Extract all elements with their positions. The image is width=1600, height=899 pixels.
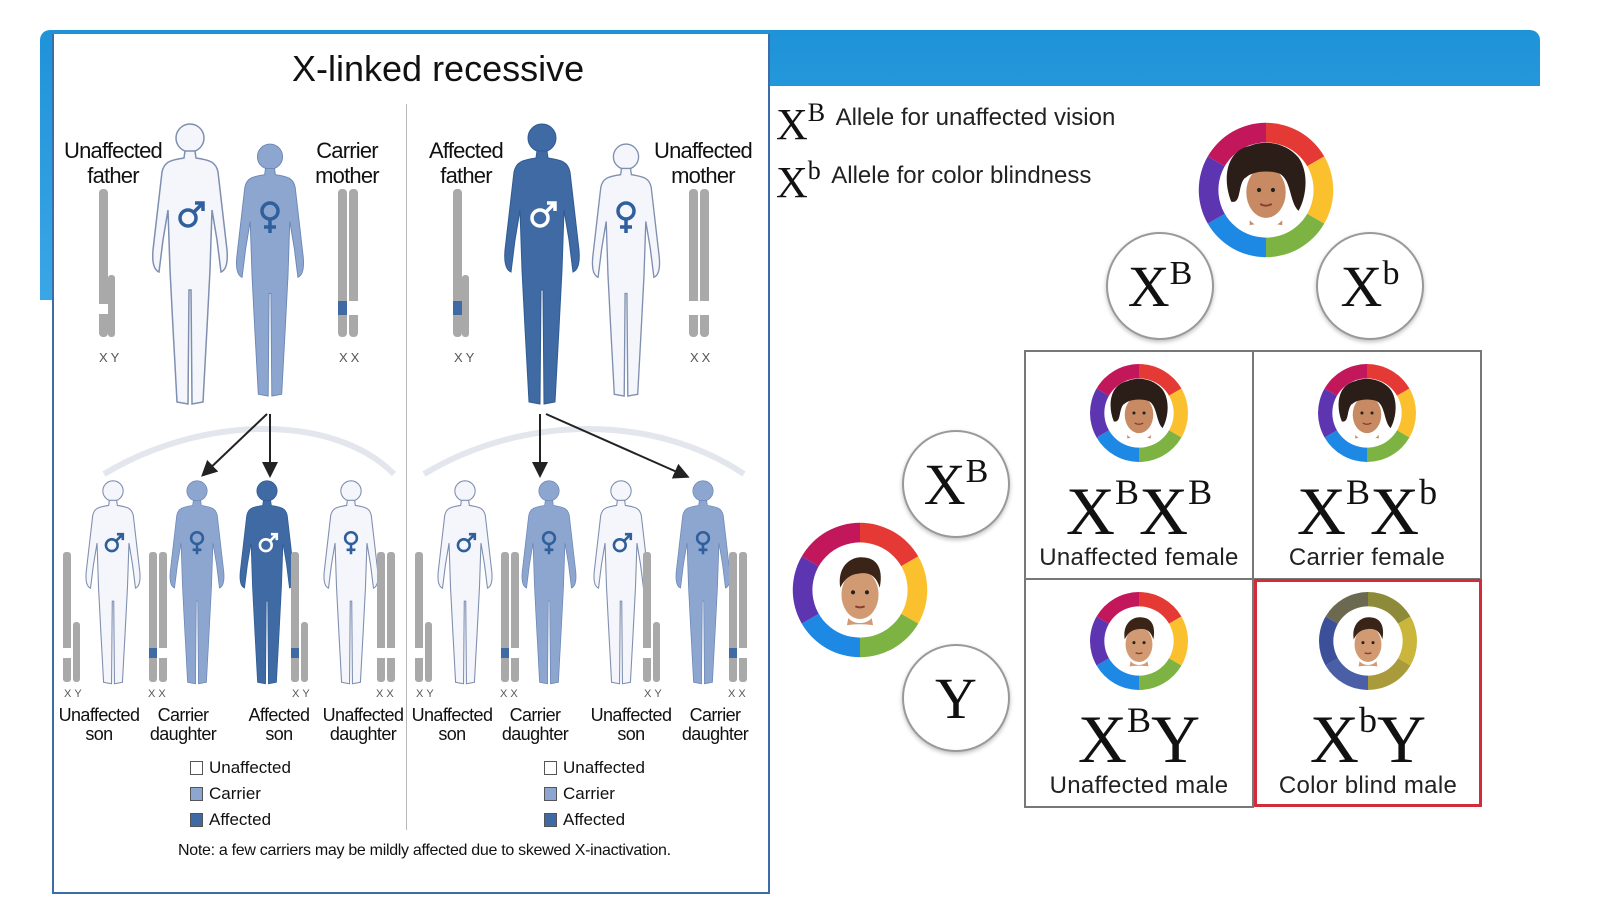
mother-allele-circle: Xb (1316, 232, 1424, 340)
inheritance-panel: X-linked recessive Unaffected father XY … (52, 34, 770, 894)
unaffected-son-figure (437, 480, 493, 685)
allele-superscript: b (1382, 254, 1400, 292)
xy-label: XY (416, 688, 437, 700)
child-chromosomes (149, 552, 167, 682)
punnett-area: XB Allele for unaffected vision Xb Allel… (770, 86, 1600, 899)
allele-superscript: B (1169, 254, 1193, 292)
child-label: Carrier daughter (501, 705, 569, 744)
xx-label: XX (339, 350, 363, 365)
genotype: XBXb (1296, 472, 1438, 549)
xx-label: XX (148, 688, 169, 700)
punnett-cell: XBXB Unaffected female (1024, 350, 1254, 580)
carrier-daughter-figure (169, 480, 225, 685)
child-label: Carrier daughter (149, 705, 217, 744)
allele-superscript: B (807, 98, 826, 127)
color-wheel-icon (1090, 592, 1188, 690)
child-label: Affected son (248, 705, 311, 744)
child-chromosomes (729, 552, 747, 682)
allele-superscript: B (965, 452, 989, 490)
panel-divider (406, 104, 407, 830)
legend-swatch (190, 813, 203, 827)
xy-label: XY (454, 350, 478, 365)
father-figure (150, 120, 230, 410)
faint-arcs (102, 426, 746, 477)
child-label: Unaffected son (590, 705, 672, 744)
father-allele-circle: XB (902, 430, 1010, 538)
color-wheel-icon (1090, 364, 1188, 462)
carrier-daughter-figure (521, 480, 577, 685)
legend-label: Unaffected (209, 758, 291, 777)
color-wheel-icon (1318, 364, 1416, 462)
left-father-label: Unaffected father (63, 138, 163, 188)
child-label: Unaffected daughter (322, 705, 404, 744)
right-father-label: Affected father (429, 138, 504, 188)
legend-label: Affected (563, 810, 626, 829)
allele-b-text: Allele for color blindness (831, 162, 1092, 189)
left-mother-label: Carrier mother (315, 138, 379, 188)
genotype: XbY (1309, 700, 1427, 777)
xx-label: XX (728, 688, 749, 700)
unaffected-daughter-figure (323, 480, 379, 685)
legend-swatch (544, 787, 557, 801)
affected-father-figure (502, 120, 582, 410)
mother-figure (234, 132, 306, 410)
xx-label: XX (376, 688, 397, 700)
unaffected-son-figure (85, 480, 141, 685)
legend-label: Carrier (563, 784, 615, 803)
phenotype-label: Color blind male (1278, 772, 1458, 799)
inheritance-arrows (201, 413, 690, 479)
child-chromosomes (291, 552, 308, 682)
carrier-daughter-figure (675, 480, 731, 685)
affected-son-figure (239, 480, 295, 685)
mother-color-wheel-icon (1198, 122, 1334, 258)
legend-left: Unaffected Carrier Affected (190, 758, 291, 830)
allele-Y: Y (935, 665, 977, 731)
child-chromosomes (643, 552, 660, 682)
xy-label: XY (99, 350, 123, 365)
legend-swatch (190, 787, 203, 801)
footnote: Note: a few carriers may be mildly affec… (178, 842, 671, 859)
child-chromosomes (415, 552, 432, 682)
xy-label: XY (64, 688, 85, 700)
xx-label: XX (500, 688, 521, 700)
phenotype-label: Carrier female (1288, 544, 1446, 571)
legend-label: Unaffected (563, 758, 645, 777)
child-chromosomes (501, 552, 519, 682)
allele-B-text: Allele for unaffected vision (835, 104, 1116, 131)
genotype: XBY (1077, 700, 1201, 777)
punnett-cell-highlighted: XbY Color blind male (1254, 579, 1482, 807)
genotype: XBXB (1065, 472, 1213, 549)
father-color-wheel-icon (792, 522, 928, 658)
allele-superscript: b (807, 156, 821, 185)
child-label: Carrier daughter (681, 705, 749, 744)
chromosome-xy (99, 189, 115, 337)
right-mother-label: Unaffected mother (653, 138, 753, 188)
legend-label: Affected (209, 810, 272, 829)
allele-key-B: XB Allele for unaffected vision (776, 98, 1116, 149)
child-label: Unaffected son (411, 705, 493, 744)
chromosome-xy (453, 189, 469, 337)
phenotype-label: Unaffected male (1049, 772, 1229, 799)
chromosome-xx (689, 189, 709, 337)
mother-allele-circle: XB (1106, 232, 1214, 340)
legend-right: Unaffected Carrier Affected (544, 758, 645, 830)
legend-swatch (544, 813, 557, 827)
xy-label: XY (292, 688, 313, 700)
legend-label: Carrier (209, 784, 261, 803)
allele-key-b: Xb Allele for color blindness (776, 156, 1092, 207)
legend-swatch (544, 761, 557, 775)
child-chromosomes (63, 552, 80, 682)
phenotype-label: Unaffected female (1039, 544, 1239, 571)
legend-swatch (190, 761, 203, 775)
father-allele-circle: Y (902, 644, 1010, 752)
page-title: X-linked recessive (292, 48, 585, 89)
colorblind-wheel-icon (1319, 592, 1417, 690)
punnett-cell: XBY Unaffected male (1024, 578, 1254, 808)
punnett-cell: XBXb Carrier female (1252, 350, 1482, 580)
xx-label: XX (690, 350, 714, 365)
child-chromosomes (377, 552, 395, 682)
xy-label: XY (644, 688, 665, 700)
child-label: Unaffected son (58, 705, 140, 744)
chromosome-xx (338, 189, 358, 337)
